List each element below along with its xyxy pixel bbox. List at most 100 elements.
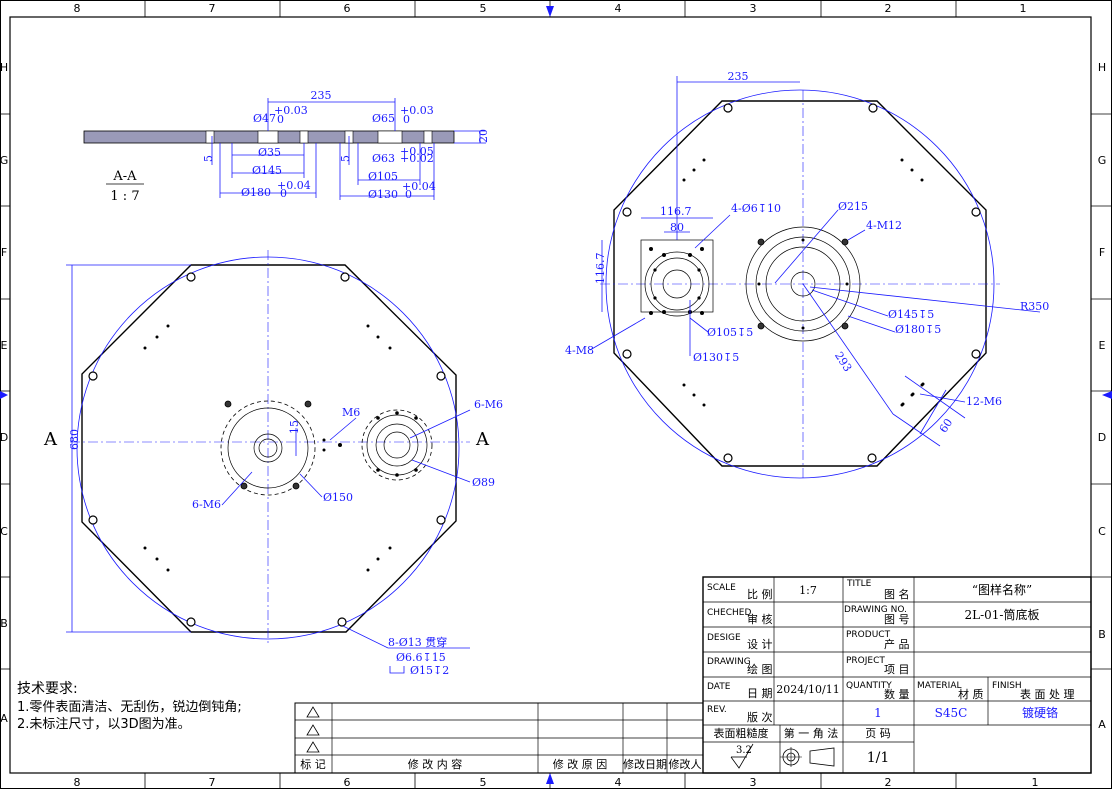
dim-d47: Ø47	[253, 112, 276, 125]
tb-quantity-value: 1	[874, 706, 882, 720]
tb-quantity-cn: 数 量	[884, 688, 910, 701]
zone-row-g-right: G	[1098, 154, 1107, 167]
tb-material-value: S45C	[935, 706, 968, 720]
tb-drawing-no-value: 2L-01-筒底板	[965, 607, 1040, 622]
revision-table: 标 记 修 改 内 容 修 改 原 因 修改日期 修改人	[294, 702, 704, 774]
tb-drawing-no-en: DRAWING NO.	[844, 605, 907, 615]
dim-d65-tol0: 0	[403, 113, 410, 126]
dim-d65: Ø65	[372, 112, 395, 125]
rev-col-date: 修改日期	[623, 757, 667, 771]
zone-row-e-right: E	[1099, 339, 1106, 352]
zone-row-e-left: E	[1, 339, 8, 352]
zone-col-7-bottom: 7	[209, 776, 216, 789]
back-dim-d215: Ø215	[838, 200, 868, 213]
section-label: A-A	[112, 169, 137, 184]
zone-col-6-top: 6	[344, 2, 351, 15]
dim-d180: Ø180	[241, 186, 271, 199]
zone-col-2-top: 2	[885, 2, 892, 15]
back-dim-d145-depth: Ø145↧5	[888, 308, 934, 321]
back-dim-116-7-v: 116.7	[594, 253, 607, 285]
dim-d150: Ø150	[323, 491, 353, 504]
rev-col-reason: 修 改 原 因	[553, 757, 608, 771]
front-octagon-outline	[81, 264, 457, 633]
zone-row-f-left: F	[1, 246, 7, 259]
zone-row-b-right: B	[1098, 628, 1106, 641]
tech-title: 技术要求:	[17, 681, 78, 697]
tb-page-label: 页 码	[865, 727, 891, 740]
zone-col-1-top: 1	[1020, 2, 1027, 15]
zone-row-h-left: H	[0, 61, 8, 74]
inner-frame	[9, 16, 1092, 774]
back-dim-d130-depth: Ø130↧5	[693, 351, 739, 364]
dim-d89: Ø89	[472, 476, 495, 489]
dim-20: 20	[477, 129, 490, 143]
dim-holes-b: Ø6.6↧15	[396, 651, 446, 664]
zone-col-4-bottom: 4	[615, 776, 622, 789]
tb-drawing-no-cn: 图 号	[884, 613, 910, 626]
tb-material-en: MATERIAL	[917, 681, 962, 691]
dim-5-a: 5	[202, 155, 215, 162]
tb-checked-en: CHECHED	[707, 608, 751, 618]
tb-rev-en: REV.	[707, 705, 727, 715]
tb-quantity-en: QUANTITY	[846, 681, 892, 691]
tb-scale-cn: 比 例	[747, 587, 773, 601]
section-mark-right: A	[475, 429, 490, 450]
front-small-holes	[143, 324, 392, 572]
back-dim-d105-depth: Ø105↧5	[707, 326, 753, 339]
tb-title-cn: 图 名	[884, 587, 910, 601]
zone-row-d-right: D	[1098, 431, 1106, 444]
tb-title-value: “图样名称”	[972, 582, 1032, 597]
dim-m6-mid: M6	[342, 406, 360, 419]
back-dim-116-7-h: 116.7	[660, 205, 692, 218]
tb-drawing-en: DRAWING	[707, 657, 751, 667]
zone-row-a-right: A	[1098, 718, 1106, 731]
tech-line-1: 1.零件表面清洁、无刮伤，锐边倒钝角;	[17, 700, 242, 715]
dim-6-m6-top: 6-M6	[474, 398, 503, 411]
back-dim-r350: R350	[1020, 300, 1049, 313]
dim-d130: Ø130	[368, 188, 398, 201]
tb-date-value: 2024/10/11	[776, 683, 839, 696]
tb-scale-en: SCALE	[707, 583, 736, 593]
dim-d63-tol-b: +0.02	[400, 152, 434, 165]
dim-d130-tol0: 0	[405, 188, 412, 201]
zone-row-g-left: G	[0, 154, 8, 167]
dim-d47-tol0: 0	[277, 113, 284, 126]
rev-col-content: 修 改 内 容	[408, 757, 463, 771]
centering-arrows	[0, 6, 1112, 784]
tech-requirements: 技术要求: 1.零件表面清洁、无刮伤，锐边倒钝角; 2.未标注尺寸，以3D图为准…	[17, 681, 242, 732]
tech-line-2: 2.未标注尺寸，以3D图为准。	[17, 717, 191, 732]
zone-row-c-right: C	[1098, 525, 1106, 538]
section-view: 235 Ø47 +0.03 0 Ø65 +0.03 0 Ø35 Ø63 +0.0…	[83, 89, 490, 204]
back-dim-80: 80	[670, 221, 684, 234]
zone-row-d-left: D	[0, 431, 8, 444]
zone-col-3-bottom: 3	[750, 776, 757, 789]
zone-col-1-bottom: 1	[1032, 776, 1039, 789]
tb-project-en: PROJECT	[846, 656, 885, 666]
dim-5-b: 5	[339, 155, 352, 162]
back-dim-4-m12: 4-M12	[866, 219, 902, 232]
tb-design-cn: 设 计	[747, 638, 773, 651]
tb-page-value: 1/1	[867, 750, 890, 766]
zone-col-5-bottom: 5	[480, 776, 487, 789]
section-mark-left: A	[43, 429, 58, 450]
tb-product-cn: 产 品	[884, 637, 910, 651]
tb-finish-value: 镀硬铬	[1022, 705, 1058, 720]
tb-date-cn: 日 期	[747, 687, 773, 700]
tb-design-en: DESIGE	[707, 633, 741, 643]
roughness-symbol-icon	[730, 743, 754, 769]
back-corner-bolts	[622, 103, 981, 463]
front-corner-bolts	[88, 272, 446, 627]
zone-col-5-top: 5	[480, 2, 487, 15]
rev-col-person: 修改人	[669, 757, 702, 771]
dim-6-m6-left: 6-M6	[192, 498, 221, 511]
dim-holes-a: 8-Ø13 贯穿	[388, 635, 447, 649]
zone-col-7-top: 7	[209, 2, 216, 15]
back-dim-4-m8: 4-M8	[565, 344, 594, 357]
tb-checked-cn: 审 核	[747, 612, 773, 626]
dim-d63-tol-a: +0.05	[400, 145, 434, 158]
first-angle-projection-icon	[780, 747, 835, 767]
tb-scale-value: 1:7	[799, 584, 817, 597]
section-scale: 1 : 7	[110, 189, 139, 204]
